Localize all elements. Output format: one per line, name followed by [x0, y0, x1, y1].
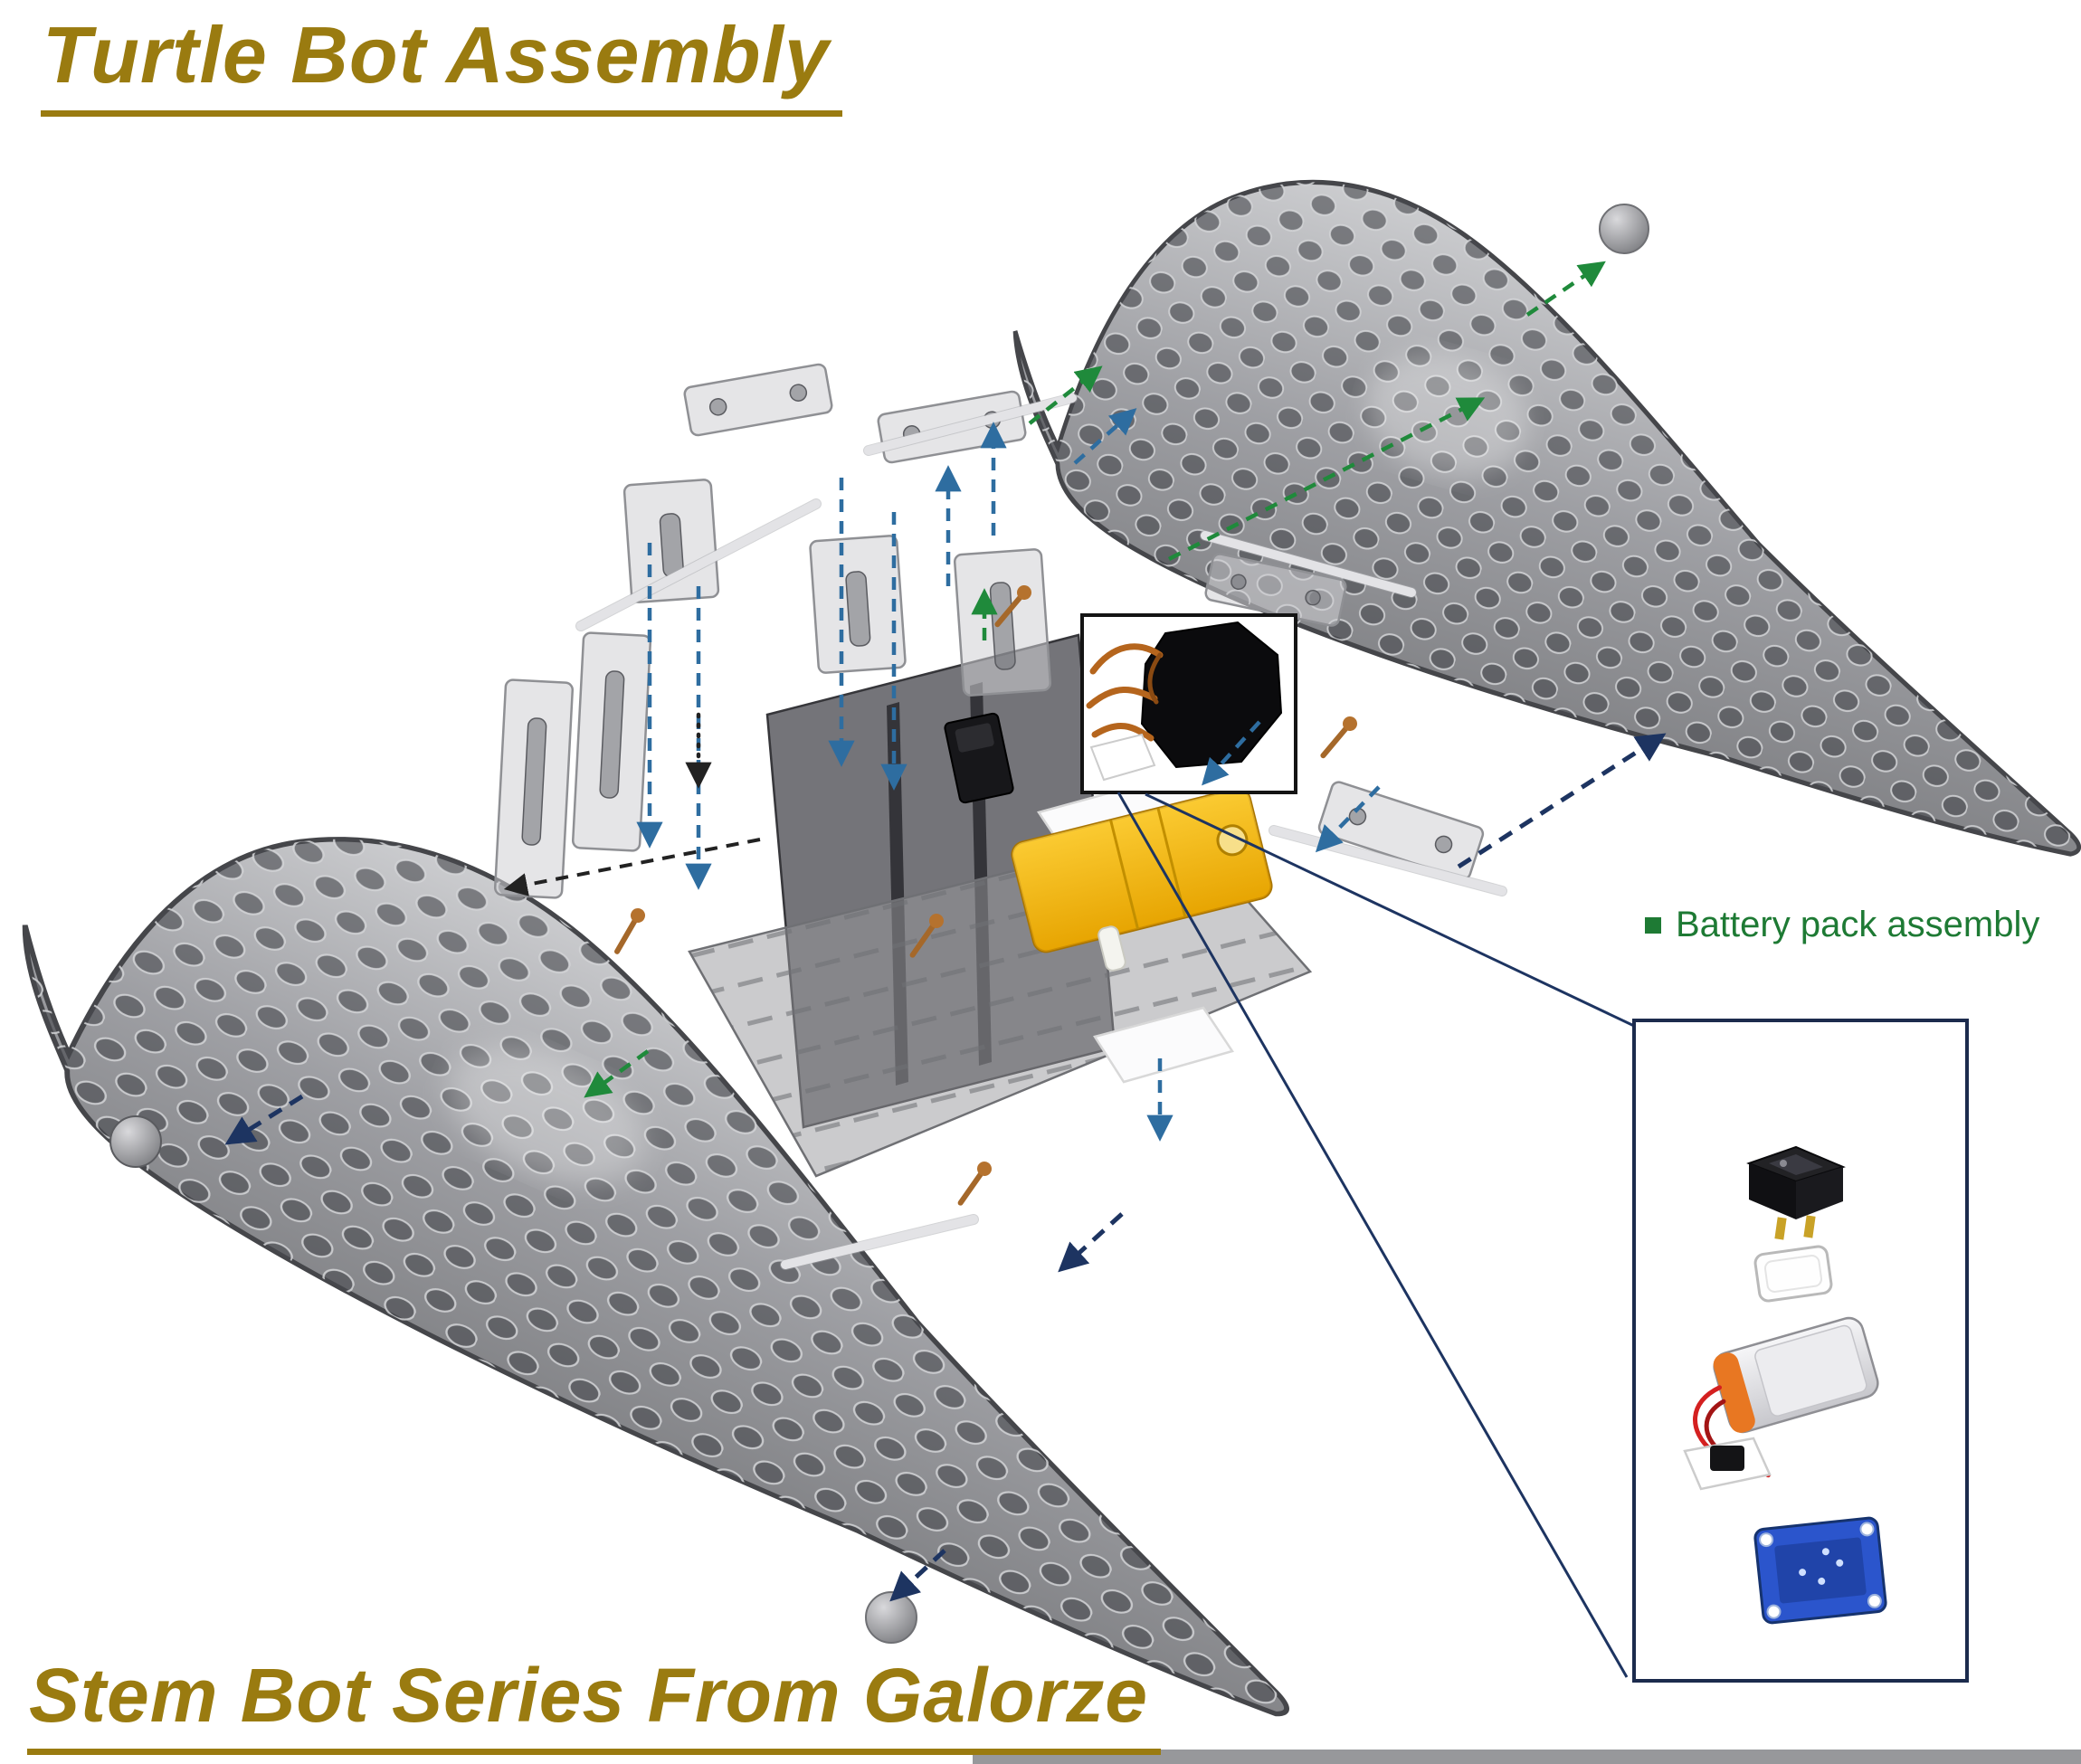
- battery-connector: [1710, 1446, 1744, 1471]
- adhesive-pad: [1089, 733, 1156, 782]
- adhesive-pad: [1093, 1006, 1234, 1084]
- adhesive-pad: [1753, 1245, 1833, 1303]
- cropped-image-strip: [973, 1750, 2081, 1764]
- bracket-plate: [493, 678, 575, 899]
- brass-screw: [994, 585, 1031, 628]
- rubber-foot: [865, 1591, 917, 1644]
- metal-rod: [1200, 530, 1417, 598]
- battery-pack-box: [1080, 613, 1297, 794]
- bracket-plate: [809, 535, 907, 674]
- assembly-arrow-green: [584, 1049, 650, 1098]
- bracket-plate: [683, 363, 833, 437]
- rubber-foot: [109, 1115, 162, 1168]
- assembly-arrow-navy: [889, 1549, 946, 1602]
- green-square-bullet-icon: [1645, 916, 1661, 934]
- metal-rod: [780, 1214, 979, 1270]
- page-title: Turtle Bot Assembly: [41, 9, 842, 117]
- metal-rod: [863, 393, 1078, 456]
- motor-shaft: [1098, 925, 1126, 972]
- circuit-board-pcb: [1753, 1516, 1887, 1625]
- brass-screw: [957, 1162, 992, 1206]
- bracket-plate: [571, 631, 652, 852]
- assembly-arrow-navy: [1457, 733, 1667, 869]
- assembly-arrow-blue: [1202, 720, 1261, 786]
- assembly-arrow-green: [1167, 397, 1486, 562]
- assembly-arrow-green: [1525, 261, 1606, 317]
- gear-motor: [1011, 787, 1273, 972]
- assembly-arrow-navy: [224, 1094, 304, 1145]
- brass-screw: [614, 908, 645, 954]
- power-switch: [944, 712, 1014, 804]
- assembly-arrow-green: [1028, 365, 1103, 425]
- rocker-switch: [1746, 1145, 1846, 1240]
- series-title: Stem Bot Series From Galorze: [27, 1652, 1162, 1755]
- brass-screw: [909, 914, 944, 958]
- battery-pack: [1140, 621, 1283, 769]
- metal-rod: [575, 498, 822, 631]
- callout-line: [1117, 792, 1629, 1678]
- battery-pack-legend: Battery pack assembly: [1645, 905, 2039, 945]
- metal-rod: [1269, 825, 1507, 896]
- bracket-plate: [1204, 553, 1347, 627]
- battery-pack-label: Battery pack assembly: [1676, 905, 2040, 944]
- rubber-foot: [1599, 204, 1649, 254]
- assembly-arrow-blue: [1315, 785, 1381, 853]
- callout-line: [1145, 792, 1635, 1028]
- lipo-battery: [1693, 1316, 1879, 1478]
- assembly-arrow-navy: [1058, 1212, 1124, 1273]
- brass-screw: [1320, 716, 1357, 759]
- copper-wires: [1086, 643, 1164, 742]
- parts-inset-box: [1632, 1019, 1969, 1683]
